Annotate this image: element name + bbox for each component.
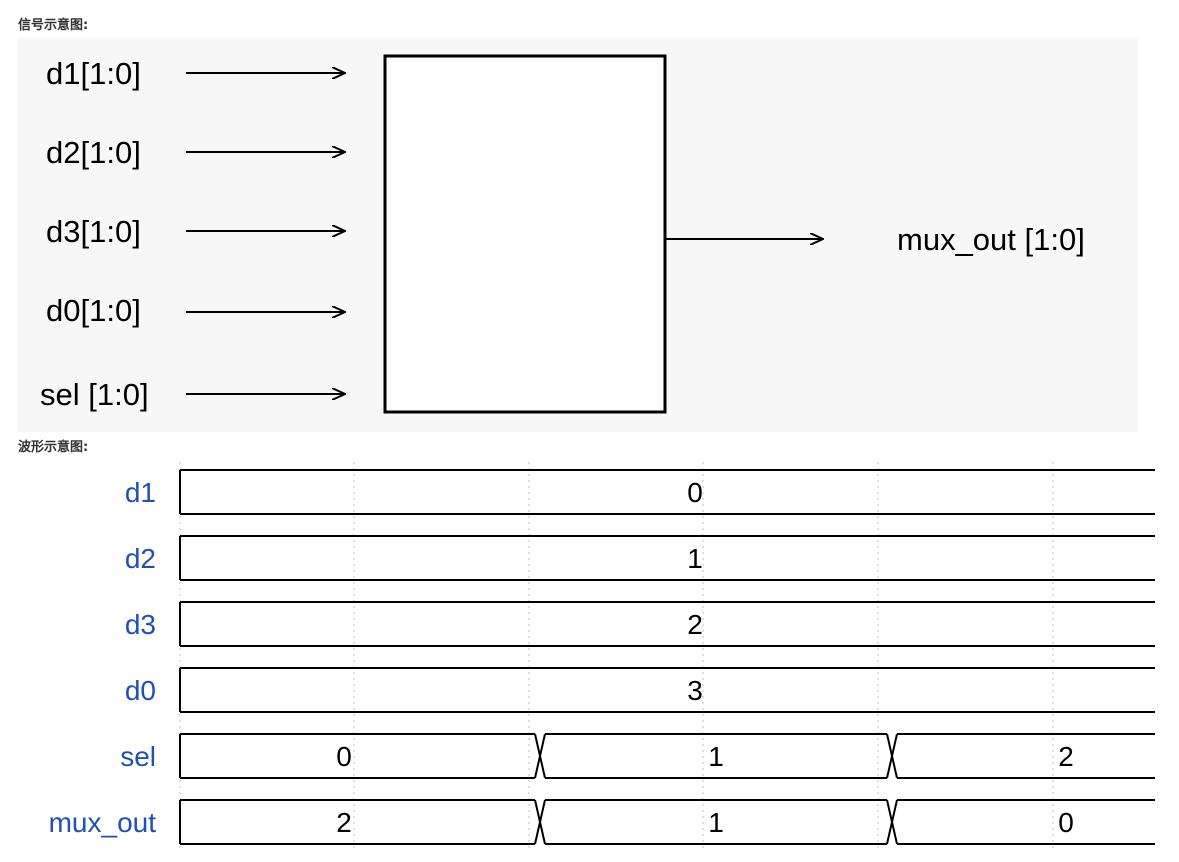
waveform-heading: 波形示意图: bbox=[18, 440, 89, 455]
signal-name: d1 bbox=[125, 477, 156, 508]
segment-value: 2 bbox=[687, 609, 703, 640]
input-port-d0: d0[1:0] bbox=[46, 293, 345, 328]
bus-transition bbox=[534, 733, 546, 779]
input-label: d3[1:0] bbox=[46, 214, 141, 249]
waveform-row-d1: d1 0 bbox=[125, 469, 1155, 515]
signal-name: d3 bbox=[125, 609, 156, 640]
input-label: d1[1:0] bbox=[46, 56, 141, 91]
waveform-row-sel: sel 0 1 2 bbox=[120, 733, 1155, 779]
input-port-d2: d2[1:0] bbox=[46, 135, 345, 170]
waveform-row-d0: d0 3 bbox=[125, 667, 1155, 713]
waveform-traces: d1 0 d2 1 d3 2 d0 3 sel 0 1 2 mux_out 2 1 0 bbox=[49, 469, 1155, 845]
waveform-row-d3: d3 2 bbox=[125, 601, 1155, 647]
input-label: d0[1:0] bbox=[46, 293, 141, 328]
signal-diagram-heading: 信号示意图: bbox=[18, 18, 89, 33]
bus-transition bbox=[534, 799, 546, 845]
segment-value: 2 bbox=[1058, 741, 1074, 772]
input-port-d3: d3[1:0] bbox=[46, 214, 345, 249]
segment-value: 1 bbox=[708, 807, 724, 838]
input-label: d2[1:0] bbox=[46, 135, 141, 170]
input-port-sel: sel [1:0] bbox=[40, 377, 345, 412]
signal-name: sel bbox=[120, 741, 156, 772]
segment-value: 1 bbox=[708, 741, 724, 772]
segment-value: 0 bbox=[336, 741, 352, 772]
output-label: mux_out [1:0] bbox=[897, 222, 1085, 257]
input-port-d1: d1[1:0] bbox=[46, 56, 345, 91]
signal-name: d0 bbox=[125, 675, 156, 706]
waveform-grid bbox=[179, 462, 1054, 852]
signal-name: mux_out bbox=[49, 807, 157, 838]
segment-value: 0 bbox=[687, 477, 703, 508]
segment-value: 0 bbox=[1058, 807, 1074, 838]
waveform-row-mux-out: mux_out 2 1 0 bbox=[49, 799, 1155, 845]
output-port-mux-out: mux_out [1:0] bbox=[665, 222, 1085, 257]
bus-transition bbox=[886, 799, 898, 845]
signal-name: d2 bbox=[125, 543, 156, 574]
mux-module-box bbox=[383, 54, 667, 414]
bus-transition bbox=[886, 733, 898, 779]
waveform-row-d2: d2 1 bbox=[125, 535, 1155, 581]
input-label: sel [1:0] bbox=[40, 377, 149, 412]
segment-value: 1 bbox=[687, 543, 703, 574]
segment-value: 3 bbox=[687, 675, 703, 706]
segment-value: 2 bbox=[336, 807, 352, 838]
